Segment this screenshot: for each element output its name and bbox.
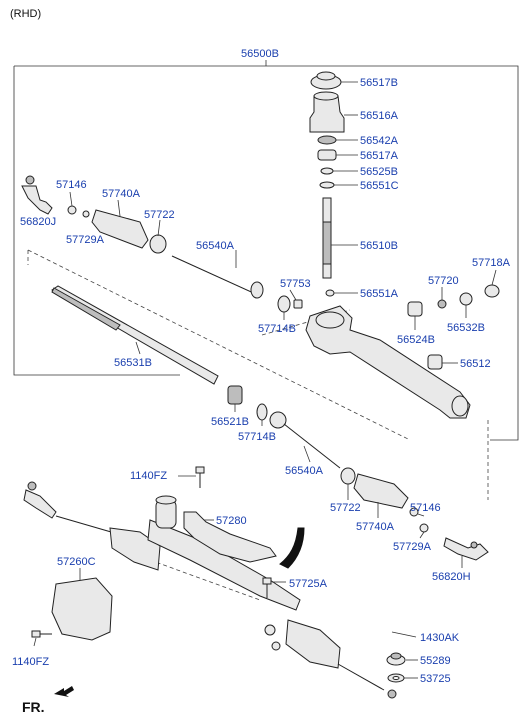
label-1140FZ-lower: 1140FZ bbox=[12, 656, 49, 668]
bolt-57725A bbox=[262, 577, 272, 598]
ring-56525B bbox=[320, 167, 334, 175]
label-56542A: 56542A bbox=[360, 135, 399, 147]
label-56510B: 56510B bbox=[360, 240, 398, 252]
dash-line-5 bbox=[149, 559, 261, 601]
tie-rod-end-56820J bbox=[21, 175, 53, 215]
label-56516A: 56516A bbox=[360, 110, 399, 122]
front-arrow-icon bbox=[54, 686, 74, 697]
leader-1430AK bbox=[391, 631, 417, 638]
bushing-56512 bbox=[427, 354, 443, 370]
dash-line-3 bbox=[261, 309, 351, 336]
assembly-label: 56500B bbox=[241, 48, 279, 60]
label-56551A: 56551A bbox=[360, 288, 399, 300]
front-direction-indicator: FR. bbox=[22, 686, 74, 715]
bushing-56521B bbox=[227, 385, 243, 405]
inner-rod-56540A-lower bbox=[269, 411, 341, 469]
part-labels: 56517B 56516A 56542A 56517A 56525B 56551… bbox=[12, 77, 511, 685]
seal-56542A bbox=[317, 135, 337, 145]
ring-57714B-upper bbox=[277, 295, 291, 313]
label-1430AK: 1430AK bbox=[420, 632, 460, 644]
label-56517A: 56517A bbox=[360, 150, 399, 162]
ring-56551C bbox=[319, 181, 335, 189]
label-57722-upper: 57722 bbox=[144, 209, 175, 221]
dash-line-1 bbox=[27, 249, 411, 441]
bolt-1140FZ-upper bbox=[195, 466, 205, 488]
label-56512: 56512 bbox=[460, 358, 491, 370]
label-56521B: 56521B bbox=[211, 416, 249, 428]
label-57722-lower: 57722 bbox=[330, 502, 361, 514]
label-57720: 57720 bbox=[428, 275, 459, 287]
clamp-57722-upper bbox=[149, 234, 167, 254]
boot-56516A bbox=[309, 91, 345, 133]
label-57740A-upper: 57740A bbox=[102, 188, 141, 200]
assembly-frame bbox=[14, 65, 519, 441]
assembly-frame-left bbox=[13, 66, 180, 376]
label-56820H: 56820H bbox=[432, 571, 471, 583]
label-57729A-upper: 57729A bbox=[66, 234, 105, 246]
cap-57718A bbox=[484, 284, 500, 298]
tie-rod-end-56820H bbox=[443, 537, 489, 561]
label-57714B-upper: 57714B bbox=[258, 323, 296, 335]
boot-57740A-lower bbox=[353, 473, 409, 509]
bushing-56524B bbox=[407, 301, 423, 317]
gear-housing-upper bbox=[305, 305, 471, 419]
rack-bar-56531B bbox=[51, 285, 219, 385]
label-56517B: 56517B bbox=[360, 77, 398, 89]
washer-53725 bbox=[387, 673, 405, 683]
label-57146-upper: 57146 bbox=[56, 179, 87, 191]
label-56524B: 56524B bbox=[397, 334, 435, 346]
label-56551C: 56551C bbox=[360, 180, 399, 192]
pinion-56510B bbox=[322, 197, 332, 279]
cap-56517B bbox=[310, 71, 342, 90]
label-56540A-upper: 56540A bbox=[196, 240, 235, 252]
nut-57146-upper bbox=[67, 205, 77, 215]
label-55289: 55289 bbox=[420, 655, 451, 667]
rod-ball-upper bbox=[250, 281, 264, 299]
cover-swoosh bbox=[279, 527, 305, 569]
bolt-1140FZ-lower bbox=[31, 630, 52, 638]
front-label: FR. bbox=[22, 699, 45, 715]
bracket-57280 bbox=[183, 511, 277, 563]
clamp-57722-lower bbox=[340, 467, 356, 485]
label-57714B-lower: 57714B bbox=[238, 431, 276, 443]
plug-56532B bbox=[459, 292, 473, 306]
heat-shield-57260C bbox=[51, 577, 113, 641]
bearing-56517A bbox=[317, 149, 337, 161]
variant-label: (RHD) bbox=[10, 8, 41, 20]
label-1140FZ-upper: 1140FZ bbox=[130, 470, 167, 482]
leader-lines bbox=[33, 81, 497, 679]
label-57740A-lower: 57740A bbox=[356, 521, 395, 533]
lower-steering-gear-assembly bbox=[23, 481, 397, 699]
label-57725A: 57725A bbox=[289, 578, 328, 590]
label-57280: 57280 bbox=[216, 515, 247, 527]
label-57753: 57753 bbox=[280, 278, 311, 290]
label-56540A-lower: 56540A bbox=[285, 465, 324, 477]
label-57729A-lower: 57729A bbox=[393, 541, 432, 553]
label-53725: 53725 bbox=[420, 673, 451, 685]
boot-57740A-upper bbox=[91, 209, 149, 249]
label-57718A: 57718A bbox=[472, 257, 511, 269]
nut-57146-lower bbox=[409, 507, 419, 517]
inner-rod-56540A-upper bbox=[171, 255, 261, 297]
ring-57714B-lower bbox=[256, 403, 268, 421]
label-57146-lower: 57146 bbox=[410, 502, 441, 514]
label-56525B: 56525B bbox=[360, 166, 398, 178]
label-56532B: 56532B bbox=[447, 322, 485, 334]
clip-57729A-lower bbox=[419, 523, 429, 533]
nut-57720 bbox=[437, 299, 447, 309]
label-56531B: 56531B bbox=[114, 357, 152, 369]
nut-55289 bbox=[386, 652, 406, 666]
label-57260C: 57260C bbox=[57, 556, 96, 568]
clip-57753 bbox=[293, 299, 303, 309]
clip-57729A-upper bbox=[82, 210, 90, 218]
ring-56551A bbox=[325, 289, 335, 297]
label-56820J: 56820J bbox=[20, 216, 56, 228]
